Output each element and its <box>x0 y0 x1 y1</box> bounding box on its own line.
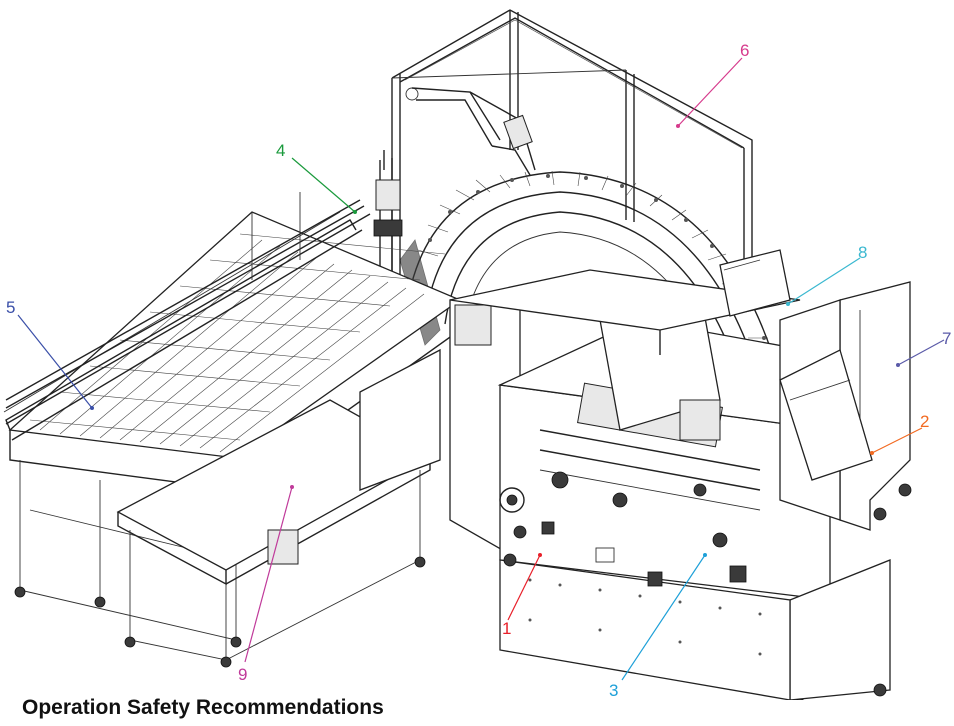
outfeed-chute <box>779 349 873 481</box>
robot-arm <box>405 87 536 176</box>
callout-8: 8 <box>858 243 867 262</box>
section-heading: Operation Safety Recommendations <box>22 696 384 719</box>
callout-9: 9 <box>238 665 247 684</box>
callout-labels: 1 2 3 4 5 6 7 8 9 <box>6 41 951 700</box>
top-unit <box>719 249 791 317</box>
guide-rails <box>5 192 371 425</box>
callout-6: 6 <box>740 41 749 60</box>
callout-1: 1 <box>502 619 511 638</box>
callout-5: 5 <box>6 298 15 317</box>
machine-drawing: 1 2 3 4 5 6 7 8 9 <box>3 9 951 700</box>
safety-guard-frame <box>391 9 753 300</box>
callout-3: 3 <box>609 681 618 700</box>
callout-7: 7 <box>942 329 951 348</box>
top-beam <box>449 269 801 355</box>
callout-leaders <box>17 57 945 681</box>
infeed-table <box>116 348 441 668</box>
callout-2: 2 <box>920 412 929 431</box>
callout-4: 4 <box>276 141 285 160</box>
